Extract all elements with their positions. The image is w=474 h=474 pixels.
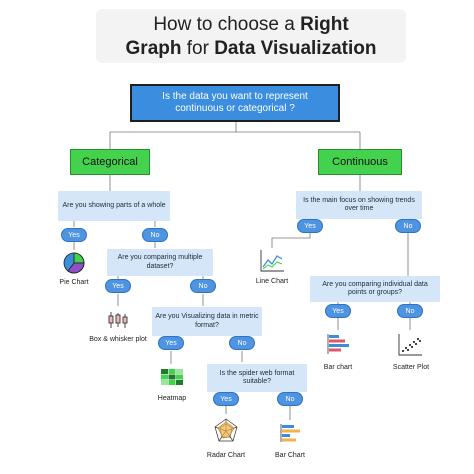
bar-chart-label-categorical: Bar Chart <box>275 452 305 459</box>
scatter-plot-label: Scatter Plot <box>392 364 430 371</box>
no-pill-spider: No <box>277 392 303 406</box>
bar-chart-icon-categorical <box>278 422 304 444</box>
yes-pill-trends: Yes <box>297 219 323 233</box>
box-whisker-label: Box & whisker plot <box>89 336 147 343</box>
question-spider-web: Is the spider web format suitable? <box>207 364 307 392</box>
title-line2-regular: for <box>181 38 215 59</box>
pie-chart-label: Pie Chart <box>59 279 89 286</box>
no-pill-metric: No <box>229 336 255 350</box>
radar-chart-icon <box>212 416 240 446</box>
title-line1-bold: Right <box>300 14 349 35</box>
question-individual-points: Are you comparing individual data points… <box>310 276 440 302</box>
heatmap-icon <box>158 366 186 388</box>
bar-chart-label-continuous: Bar chart <box>323 364 353 371</box>
no-pill-trends: No <box>395 219 421 233</box>
title-banner: How to choose a Right Graph for Data Vis… <box>96 9 406 63</box>
no-pill-individual: No <box>397 304 423 318</box>
question-parts-of-whole: Are you showing parts of a whole <box>58 191 170 221</box>
box-whisker-icon <box>104 308 132 332</box>
title-line2-bold-a: Graph <box>125 38 182 59</box>
no-pill-parts: No <box>142 228 168 242</box>
line-chart-icon <box>258 248 286 274</box>
question-multiple-dataset: Are you comparing multiple dataset? <box>107 249 213 276</box>
yes-pill-metric: Yes <box>158 336 184 350</box>
yes-pill-parts: Yes <box>61 228 87 242</box>
scatter-plot-icon <box>396 332 424 358</box>
yes-pill-spider: Yes <box>213 392 239 406</box>
title-line1-regular: How to choose a <box>153 14 301 35</box>
question-trends-over-time: Is the main focus on showing trends over… <box>296 191 422 219</box>
line-chart-label: Line Chart <box>255 278 289 285</box>
question-metric-format: Are you Visualizing data in metric forma… <box>152 307 262 336</box>
bar-chart-icon-continuous <box>325 332 351 356</box>
continuous-box: Continuous <box>318 149 402 175</box>
heatmap-label: Heatmap <box>157 395 187 402</box>
pie-chart-icon <box>58 250 90 276</box>
yes-pill-multiple: Yes <box>105 279 131 293</box>
title-line2-bold-b: Data Visualization <box>214 38 377 59</box>
categorical-box: Categorical <box>70 149 150 175</box>
radar-chart-label: Radar Chart <box>206 452 246 459</box>
root-question: Is the data you want to represent contin… <box>130 84 340 122</box>
yes-pill-individual: Yes <box>325 304 351 318</box>
no-pill-multiple: No <box>190 279 216 293</box>
